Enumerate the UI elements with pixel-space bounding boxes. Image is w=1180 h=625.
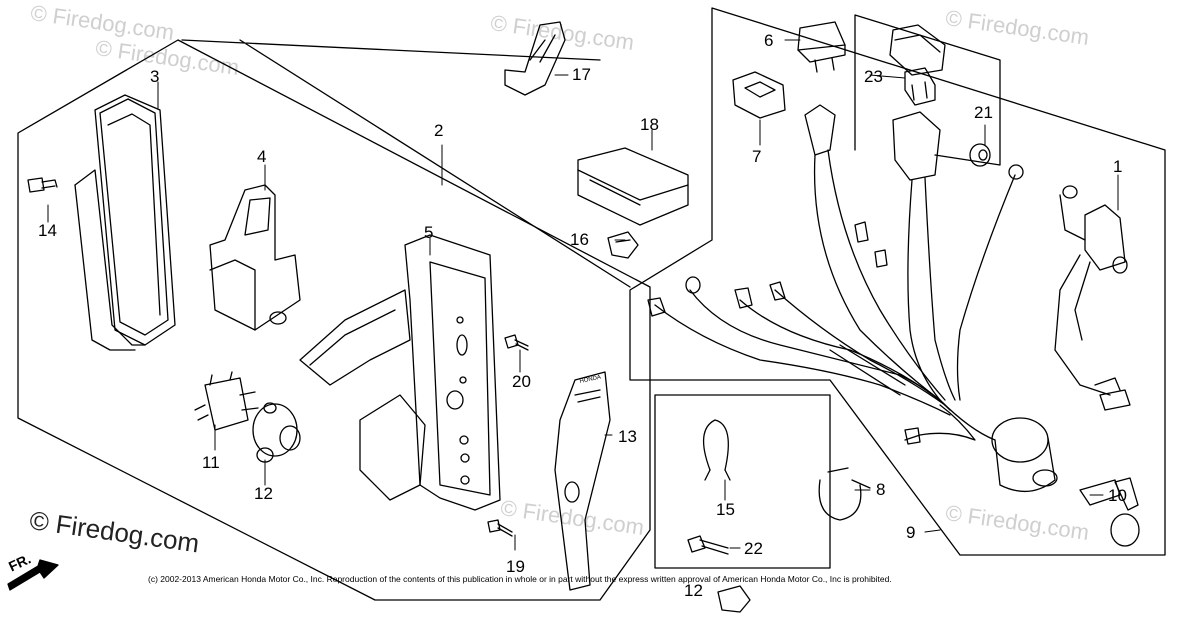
label-plate-13 (554, 371, 611, 591)
callout-11: 11 (202, 453, 220, 472)
callout-13: 13 (618, 427, 637, 446)
connector-7 (732, 71, 786, 119)
callout-12-bottom: 12 (684, 581, 703, 600)
front-direction-arrow (7, 559, 59, 591)
bolt-22 (687, 535, 729, 555)
callout-20: 20 (512, 372, 531, 391)
cover-part (74, 94, 176, 351)
callout-7: 7 (752, 147, 762, 166)
fuse-cover (889, 24, 946, 76)
switch-12 (252, 402, 301, 463)
screw-20 (504, 334, 529, 351)
honda-stamp: HONDA (579, 375, 601, 385)
clamp-8 (818, 467, 871, 521)
callout-19: 19 (506, 557, 525, 576)
control-box-5 (299, 234, 501, 511)
bracket-4 (209, 184, 301, 331)
callout-12: 12 (254, 484, 273, 503)
group-frame-right (629, 7, 1166, 556)
wiring-harness-9 (647, 104, 1024, 445)
group-frame-fuse (854, 14, 1001, 166)
copyright-notice: (c) 2002-2013 American Honda Motor Co., … (148, 574, 892, 584)
callout-1: 1 (1113, 157, 1123, 176)
relay-6 (797, 21, 846, 73)
callout-15: 15 (716, 500, 735, 519)
callout-8: 8 (876, 480, 886, 499)
sensor-1 (1054, 185, 1131, 411)
group-frame-clips (654, 394, 831, 569)
callout-2: 2 (434, 121, 444, 140)
clip-15 (703, 419, 731, 481)
callout-4: 4 (257, 147, 267, 166)
clip-16 (607, 231, 639, 259)
callout-22: 22 (744, 539, 763, 558)
clamp-17 (504, 21, 566, 96)
clip-bottom (717, 585, 751, 613)
leader-lines (47, 39, 1119, 551)
screw-19 (487, 519, 513, 537)
callout-9: 9 (906, 523, 916, 542)
callout-10: 10 (1108, 486, 1127, 505)
callout-14: 14 (38, 221, 57, 240)
callout-16: 16 (570, 230, 589, 249)
key-10 (1079, 477, 1140, 547)
switch-11 (194, 371, 259, 431)
callout-6: 6 (764, 31, 774, 50)
callout-3: 3 (150, 67, 160, 86)
group-frame-left (17, 39, 651, 601)
ignition-switch (991, 417, 1058, 492)
callout-5: 5 (424, 223, 434, 242)
callout-18: 18 (640, 115, 659, 134)
callout-17: 17 (572, 65, 591, 84)
screw-14 (27, 177, 58, 193)
callout-23: 23 (864, 67, 883, 86)
callout-21: 21 (974, 103, 993, 122)
fuse-23 (904, 67, 936, 106)
cushion-18 (577, 147, 689, 226)
grommet-21 (969, 143, 991, 167)
